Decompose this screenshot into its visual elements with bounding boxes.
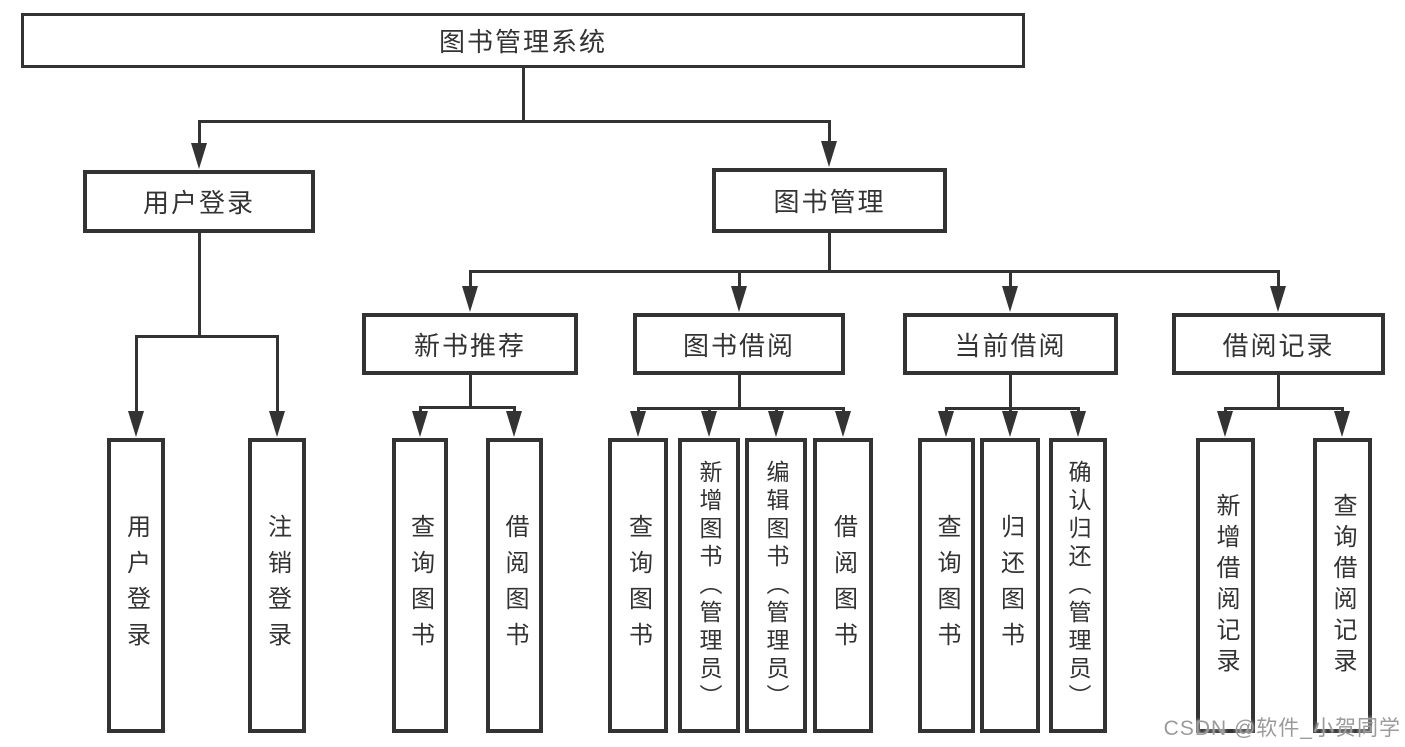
leaf-add-books-admin: 新增图书（管理员） [678,438,740,733]
leaf-label: 查询图书 [624,513,652,658]
connector-line [945,407,1080,410]
connector-line [418,406,516,409]
leaf-query-books: 查询图书 [392,438,448,733]
arrowhead [461,286,478,312]
connector-line [275,335,279,416]
leaf-user-login: 用户登录 [107,438,165,733]
node-label: 新书推荐 [413,330,526,361]
connector-line [737,375,741,410]
connector-line [1009,270,1012,291]
connector-line [636,407,845,410]
arrowhead [821,141,837,167]
leaf-label: 查询借阅记录 [1329,492,1356,679]
leaf-borrow-books: 借阅图书 [486,438,543,733]
arrowhead [629,411,646,437]
connector-line [197,120,201,148]
node-current-borrowing: 当前借阅 [903,313,1118,375]
leaf-label: 编辑图书（管理员） [763,459,789,712]
connector-line [1009,375,1012,410]
leaf-add-borrow-record: 新增借阅记录 [1196,438,1255,733]
leaf-query-borrow-record: 查询借阅记录 [1313,438,1372,733]
node-book-management-system: 图书管理系统 [21,13,1025,68]
arrowhead [767,411,784,437]
connector-line [197,120,831,123]
leaf-label: 借阅图书 [501,513,528,658]
leaf-label: 新增借阅记录 [1212,492,1239,679]
node-label: 图书管理系统 [438,27,607,57]
arrowhead [730,286,747,312]
connector-line [134,335,138,416]
arrowhead [1001,411,1018,437]
arrowhead [1069,411,1086,437]
arrowhead [1217,411,1233,437]
leaf-label: 查询图书 [406,513,434,658]
connector-line [468,375,472,409]
connector-line [197,233,201,338]
connector-line [828,233,831,273]
arrowhead [268,411,285,437]
arrowhead [506,411,522,437]
arrowhead [127,411,144,437]
connector-line [828,120,831,146]
arrowhead [190,143,207,169]
leaf-label: 查询图书 [933,513,960,658]
connector-line [1277,375,1280,410]
connector-line [737,270,741,291]
arrowhead [1334,411,1350,437]
arrowhead [834,411,851,437]
node-label: 用户登录 [142,188,255,218]
arrowhead [700,411,717,437]
node-book-borrowing: 图书借阅 [633,313,845,375]
node-label: 借阅记录 [1222,330,1335,361]
arrowhead [411,411,428,437]
leaf-query-books: 查询图书 [918,438,975,733]
connector-line [468,270,472,291]
leaf-edit-books-admin: 编辑图书（管理员） [745,438,807,733]
leaf-query-books: 查询图书 [608,438,668,733]
leaf-return-books: 归还图书 [980,438,1040,733]
connector-line [1224,407,1344,410]
connector-line [468,270,1280,273]
leaf-label: 确认归还（管理员） [1065,459,1091,712]
connector-line [1277,270,1280,291]
node-user-login: 用户登录 [83,170,315,233]
leaf-label: 归还图书 [996,513,1024,658]
leaf-label: 注销登录 [263,513,291,658]
leaf-logout: 注销登录 [248,438,306,733]
node-label: 当前借阅 [954,330,1067,361]
leaf-label: 用户登录 [122,513,150,658]
node-book-management: 图书管理 [712,168,947,233]
watermark: CSDN @软件_小贺同学 [1163,717,1401,740]
arrowhead [938,411,954,437]
leaf-label: 借阅图书 [829,513,857,658]
node-label: 图书管理 [773,187,886,217]
arrowhead [1002,286,1018,312]
leaf-borrow-books: 借阅图书 [813,438,873,733]
node-new-book-recommend: 新书推荐 [362,313,578,375]
node-borrowing-records: 借阅记录 [1172,313,1385,375]
arrowhead [1270,286,1286,312]
leaf-label: 新增图书（管理员） [696,459,722,712]
node-label: 图书借阅 [682,330,795,361]
connector-line [134,335,279,338]
leaf-confirm-return-admin: 确认归还（管理员） [1049,438,1107,733]
connector-line [521,68,525,123]
